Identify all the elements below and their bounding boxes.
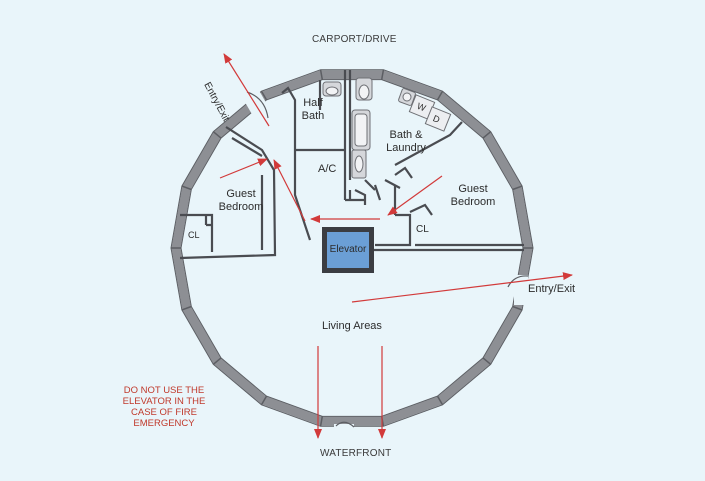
- wall-corner-post: [319, 416, 324, 427]
- warning-line: EMERGENCY: [133, 418, 195, 429]
- wall-corner-post: [181, 185, 192, 191]
- wall-corner-post: [260, 90, 268, 101]
- closet-left-label: CL: [188, 230, 200, 240]
- fixtures: [322, 77, 452, 179]
- wall-corner-post: [482, 357, 492, 365]
- ac-label: A/C: [318, 163, 337, 175]
- wall-corner-post: [436, 90, 444, 101]
- guest-bedroom-left-label: Guest Bedroom: [218, 188, 264, 213]
- warning-line: ELEVATOR IN THE: [122, 396, 206, 407]
- wall-corner-post: [212, 357, 222, 365]
- wall-corner-post: [181, 305, 192, 311]
- elevator-fire-warning: DO NOT USE THE ELEVATOR IN THE CASE OF F…: [108, 385, 220, 429]
- closet-right-label: CL: [416, 224, 429, 235]
- half-bath-label: Half Bath: [301, 97, 325, 122]
- wall-corner-post: [436, 395, 444, 406]
- living-areas-label: Living Areas: [322, 320, 382, 332]
- entry-door-top: [242, 89, 272, 121]
- interior-walls: [179, 70, 524, 260]
- arrow-right-bedroom: [387, 175, 443, 216]
- guest-bedroom-right-label: Guest Bedroom: [450, 183, 496, 208]
- arrow-right-exit: [351, 272, 573, 303]
- warning-line: CASE OF FIRE: [131, 407, 197, 418]
- wall-corner-post: [512, 185, 523, 191]
- wall-corner-post: [512, 305, 523, 311]
- arrow-left-bedroom: [219, 158, 268, 179]
- wall-corner-post: [482, 131, 492, 139]
- waterfront-label: WATERFRONT: [320, 448, 392, 459]
- carport-label: CARPORT/DRIVE: [312, 34, 397, 45]
- exit-arrows: [219, 53, 573, 439]
- elevator-label: Elevator: [329, 244, 367, 255]
- wall-corner-post: [260, 395, 268, 406]
- entry-exit-right-label: Entry/Exit: [528, 283, 576, 295]
- waterfront-door: [334, 421, 355, 438]
- entry-door-right: [507, 275, 529, 305]
- arrow-to-top-exit: [273, 159, 306, 222]
- wall-corner-post: [319, 69, 324, 80]
- bath-laundry-label: Bath & Laundry: [386, 129, 426, 154]
- elevator-shaft: [322, 227, 374, 273]
- arrow-top-exit: [223, 53, 270, 127]
- wall-corner-post: [380, 69, 385, 80]
- wall-corner-post: [212, 131, 222, 139]
- warning-line: DO NOT USE THE: [123, 385, 205, 396]
- dryer-box: [424, 106, 452, 132]
